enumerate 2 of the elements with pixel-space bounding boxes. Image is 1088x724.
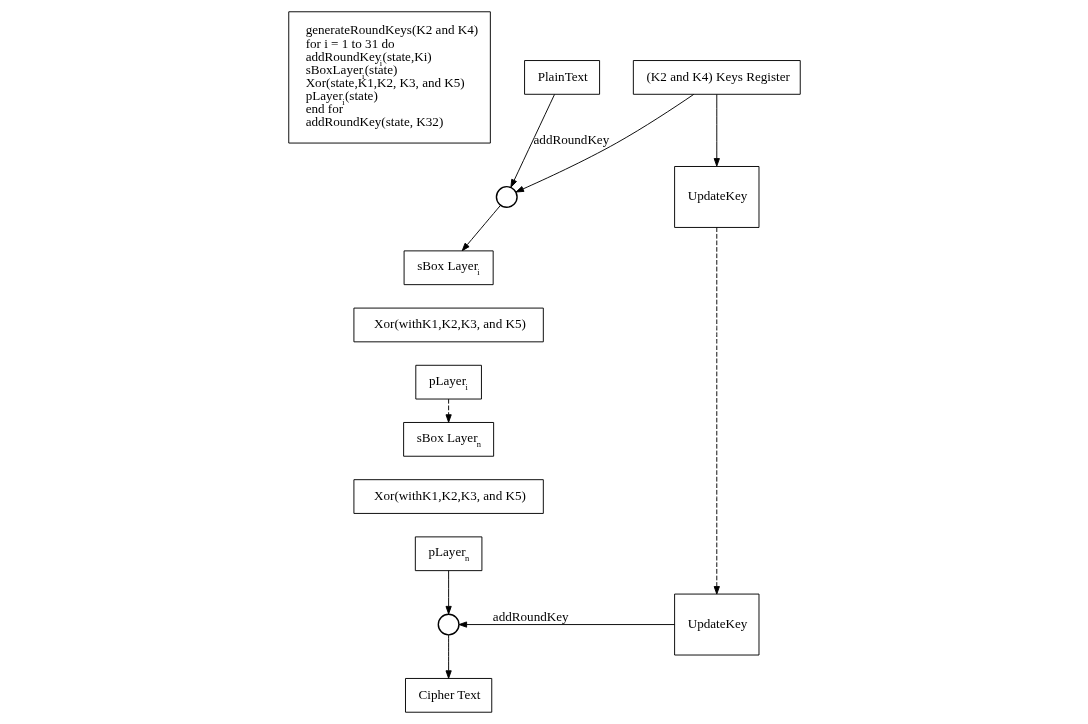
- edge-label: addRoundKey: [492, 608, 569, 624]
- edge-label: addRoundKey: [533, 132, 609, 148]
